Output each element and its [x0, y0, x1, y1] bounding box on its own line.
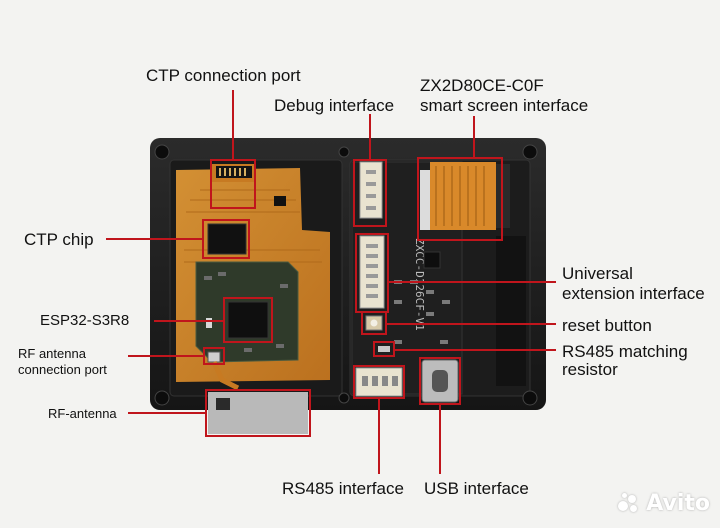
debug-connector — [359, 161, 383, 219]
antenna-cable — [211, 360, 240, 391]
label-ctp-port: CTP connection port — [146, 66, 301, 85]
label-zx-model: ZX2D80CE-C0F — [420, 76, 544, 95]
debug-pins — [366, 170, 376, 210]
rs485-resistor — [378, 346, 390, 352]
label-rs485-match-2: resistor — [562, 360, 618, 379]
connector-pins — [219, 168, 246, 176]
right-ic — [423, 251, 441, 269]
screen-flex-traces — [435, 166, 485, 226]
screw-tr — [522, 144, 538, 160]
screw-tl — [154, 144, 170, 160]
leader-lines — [106, 90, 556, 474]
rf-antenna-label — [216, 398, 230, 410]
label-ctp-chip: CTP chip — [24, 230, 94, 249]
ctp-chip — [207, 223, 247, 255]
screen-flex — [430, 162, 496, 230]
label-rf-port-1: RF antenna — [18, 346, 86, 361]
screw-mb — [338, 392, 350, 404]
label-universal-2: extension interface — [562, 284, 705, 303]
label-smart-screen: smart screen interface — [420, 96, 589, 115]
box-smart-screen — [417, 157, 503, 241]
silkscreen-text: ZXCC-D126CF-V1 — [413, 238, 426, 331]
pcb-components — [204, 272, 288, 352]
watermark-logo: Avito — [618, 491, 710, 516]
screw-mt — [338, 146, 350, 158]
extension-pins — [366, 244, 378, 298]
label-rf-port-2: connection port — [18, 362, 107, 377]
label-rs485: RS485 interface — [282, 479, 404, 498]
label-reset: reset button — [562, 316, 652, 335]
label-rs485-match-1: RS485 matching — [562, 342, 688, 361]
screw-br — [522, 390, 538, 406]
label-usb: USB interface — [424, 479, 529, 498]
screen-connector — [420, 170, 430, 230]
label-rf-antenna: RF-antenna — [48, 406, 117, 421]
label-universal-1: Universal — [562, 264, 633, 283]
slot-bar — [496, 236, 526, 386]
esp32-chip — [227, 301, 269, 339]
watermark-text: Avito — [646, 491, 710, 516]
watermark-dots-icon — [618, 492, 640, 515]
rs485-pins — [362, 376, 398, 386]
screw-bl — [154, 390, 170, 406]
small-ic — [274, 196, 286, 206]
reset-knob — [370, 319, 378, 327]
label-debug: Debug interface — [274, 96, 395, 115]
label-esp32: ESP32-S3R8 — [40, 312, 130, 329]
rf-connector — [207, 351, 221, 363]
usb-port — [432, 370, 448, 392]
